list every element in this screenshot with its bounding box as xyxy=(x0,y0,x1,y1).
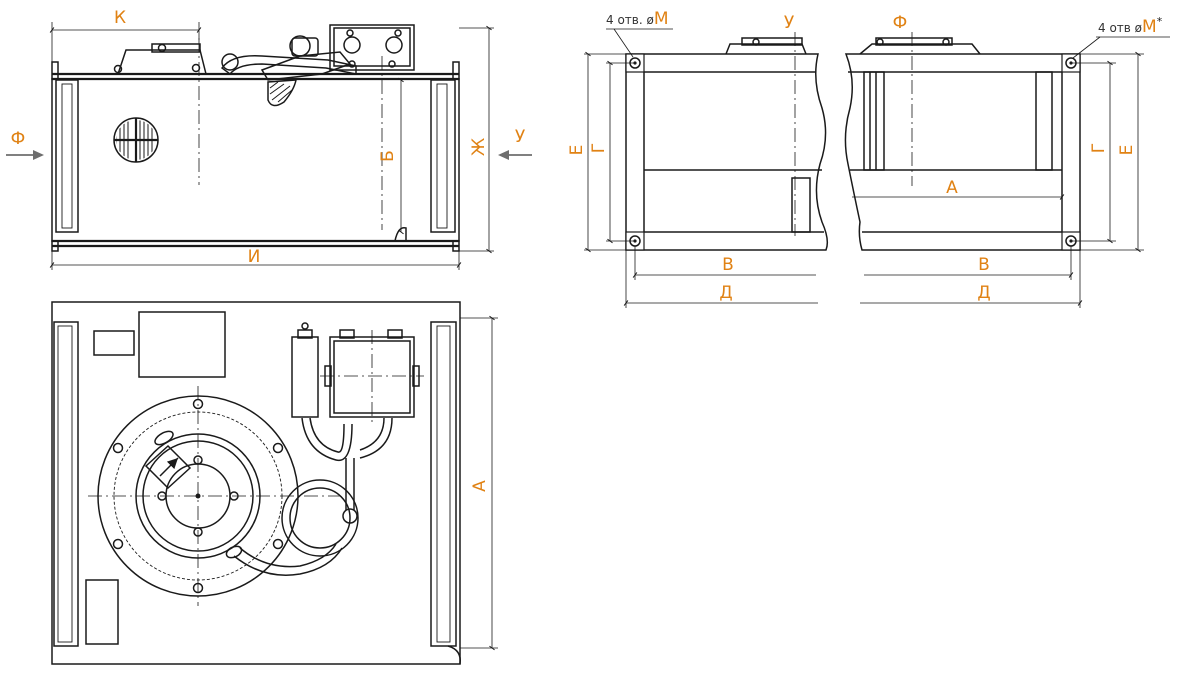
side-motor-hub xyxy=(117,49,207,75)
dim-label-A-inlet: А xyxy=(946,178,958,198)
flow-label-inlet: Ф xyxy=(11,129,26,149)
inlet-frame xyxy=(844,53,1081,251)
side-inlet-flange xyxy=(55,79,79,233)
flow-arrowhead-outlet xyxy=(498,150,509,160)
dim-label-Zh: Ж xyxy=(469,138,489,156)
side-view: К И Б Ж Ф У xyxy=(6,8,532,270)
side-junction-box xyxy=(329,24,415,71)
side-capacitor xyxy=(267,79,297,107)
outlet-flow-label: У xyxy=(784,13,795,33)
outlet-view: 4 отв. øМ У Е Г В Д xyxy=(567,9,829,308)
dim-label-G-inlet: Г xyxy=(1089,143,1109,153)
outlet-frame xyxy=(625,53,829,251)
plan-rotation-plaque xyxy=(144,444,192,490)
dim-label-A-plan: А xyxy=(470,480,490,492)
dim-label-E-inlet: Е xyxy=(1117,145,1137,156)
plan-conduit-coil xyxy=(281,479,359,557)
plan-left-flange xyxy=(53,321,79,647)
outlet-bracket xyxy=(791,177,811,233)
outlet-corner-holes xyxy=(625,53,645,251)
plan-large-plate xyxy=(138,311,226,378)
outlet-motor-top xyxy=(725,43,807,55)
dim-label-G-outlet: Г xyxy=(589,143,609,153)
dim-label-V-outlet: В xyxy=(722,255,734,275)
plan-casing xyxy=(51,301,461,665)
inlet-view: 4 отв øМ* Ф А Г Е В Д xyxy=(844,13,1170,308)
flow-label-outlet: У xyxy=(515,127,526,147)
dim-label-V-inlet: В xyxy=(978,255,990,275)
flow-arrowhead-inlet xyxy=(33,150,44,160)
plan-conduit xyxy=(301,417,353,462)
dim-label-D-inlet: Д xyxy=(977,283,990,303)
inlet-flow-label: Ф xyxy=(893,13,908,33)
inlet-corner-holes xyxy=(1061,53,1081,251)
plan-right-flange xyxy=(430,321,457,647)
plan-small-plate xyxy=(93,330,135,356)
outlet-holes-note: 4 отв. øМ xyxy=(606,9,669,29)
plan-bottom-plate xyxy=(85,579,119,645)
plan-view: А xyxy=(51,301,498,665)
dim-label-D-outlet: Д xyxy=(719,283,732,303)
dim-label-E-outlet: Е xyxy=(567,145,587,156)
dim-label-K: К xyxy=(114,8,126,28)
side-outlet-flange xyxy=(430,79,456,233)
plan-capacitor xyxy=(291,336,319,418)
plan-bolts xyxy=(112,398,284,594)
dim-label-I: И xyxy=(248,247,261,267)
side-cable-pipe xyxy=(220,55,357,76)
side-capacitor-hatch xyxy=(269,81,293,103)
dim-label-B-inner: Б xyxy=(378,150,398,162)
inlet-holes-note: 4 отв øМ* xyxy=(1098,15,1163,37)
inlet-motor-top xyxy=(859,43,981,55)
inlet-opening xyxy=(863,71,885,171)
